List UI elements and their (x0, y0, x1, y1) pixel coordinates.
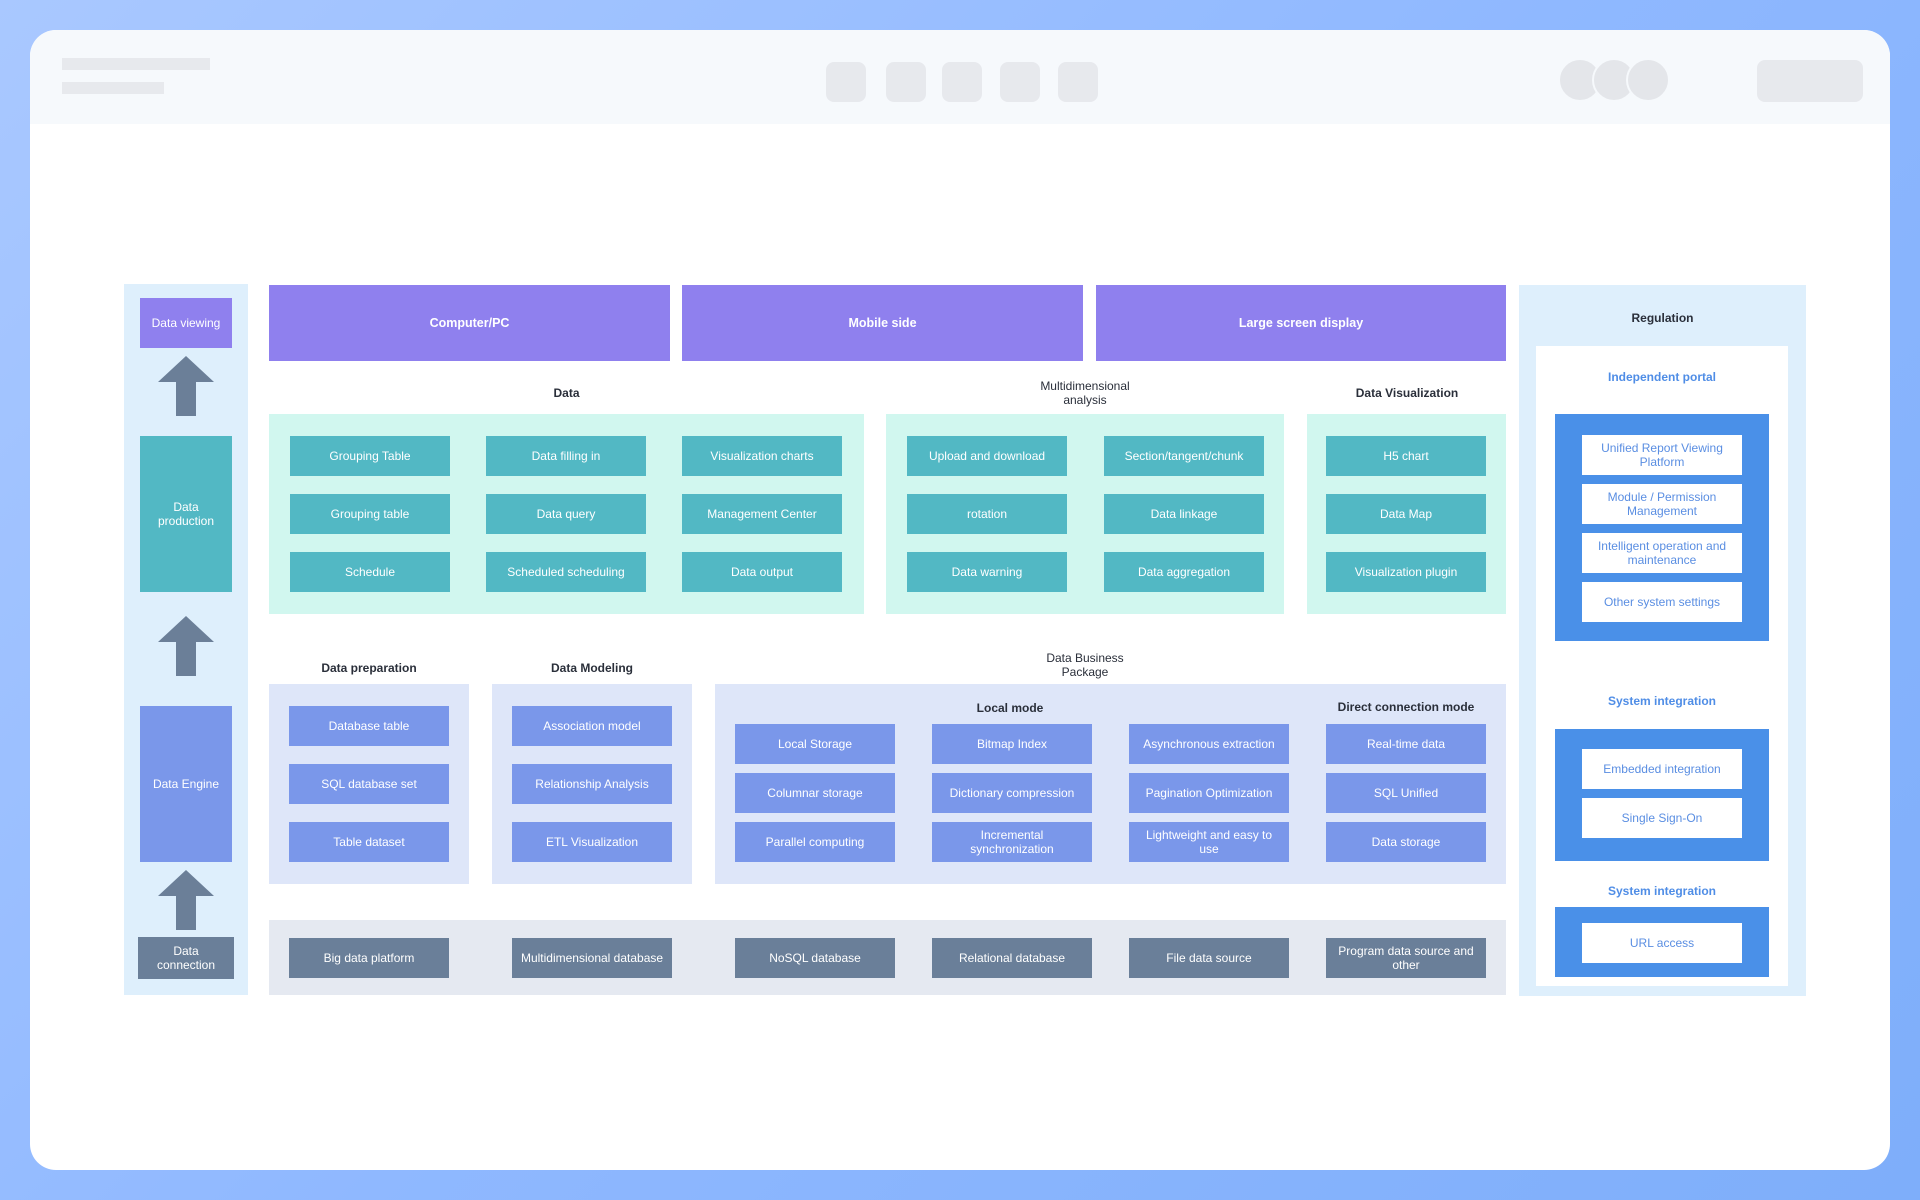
visualization-section-title: Data Visualization (1355, 385, 1459, 400)
data-connection-layer: Data connection (138, 937, 234, 979)
system-integration-2-title: System integration (1607, 883, 1717, 898)
local-mode-item: Incremental synchronization (932, 822, 1092, 862)
computer-pc-block: Computer/PC (269, 285, 670, 361)
toolbar-button-2[interactable] (886, 62, 926, 102)
data-section-title: Data (553, 385, 580, 400)
subtitle-placeholder (62, 82, 164, 94)
data-source-item: NoSQL database (735, 938, 895, 978)
data-viewing-layer: Data viewing (140, 298, 232, 348)
data-item: Management Center (682, 494, 842, 534)
toolbar-button-1[interactable] (826, 62, 866, 102)
integration-2-item: URL access (1582, 923, 1742, 963)
multidimensional-item: Data aggregation (1104, 552, 1264, 592)
architecture-diagram: Data viewing Data production Data Engine… (30, 30, 1890, 1170)
multidimensional-section-title: Multidimensional analysis (1040, 378, 1130, 407)
modeling-item: Association model (512, 706, 672, 746)
system-integration-title: System integration (1607, 693, 1717, 708)
title-placeholder (62, 58, 210, 70)
preparation-item: SQL database set (289, 764, 449, 804)
local-mode-item: Dictionary compression (932, 773, 1092, 813)
toolbar-button-5[interactable] (1058, 62, 1098, 102)
up-arrow-icon (158, 356, 214, 416)
portal-item: Other system settings (1582, 582, 1742, 622)
data-item: Grouping Table (290, 436, 450, 476)
multidimensional-item: Upload and download (907, 436, 1067, 476)
preparation-item: Database table (289, 706, 449, 746)
multidimensional-item: Data warning (907, 552, 1067, 592)
data-engine-layer: Data Engine (140, 706, 232, 862)
modeling-item: Relationship Analysis (512, 764, 672, 804)
up-arrow-icon (158, 870, 214, 930)
visualization-item: Visualization plugin (1326, 552, 1486, 592)
local-mode-item: Pagination Optimization (1129, 773, 1289, 813)
integration-item: Single Sign-On (1582, 798, 1742, 838)
local-mode-item: Local Storage (735, 724, 895, 764)
direct-mode-title: Direct connection mode (1337, 699, 1475, 714)
data-item: Data query (486, 494, 646, 534)
data-item: Data filling in (486, 436, 646, 476)
data-production-layer: Data production (140, 436, 232, 592)
avatar[interactable] (1626, 58, 1670, 102)
integration-item: Embedded integration (1582, 749, 1742, 789)
multidimensional-item: rotation (907, 494, 1067, 534)
direct-mode-item: SQL Unified (1326, 773, 1486, 813)
data-item: Scheduled scheduling (486, 552, 646, 592)
modeling-section-title: Data Modeling (550, 660, 633, 675)
data-source-item: Relational database (932, 938, 1092, 978)
data-source-item: Program data source and other (1326, 938, 1486, 978)
direct-mode-item: Real-time data (1326, 724, 1486, 764)
top-bar (30, 30, 1890, 124)
mobile-side-block: Mobile side (682, 285, 1083, 361)
local-mode-item: Asynchronous extraction (1129, 724, 1289, 764)
data-item: Schedule (290, 552, 450, 592)
business-package-section-title: Data Business Package (1046, 650, 1124, 679)
toolbar-button-4[interactable] (1000, 62, 1040, 102)
preparation-item: Table dataset (289, 822, 449, 862)
app-window: Data viewing Data production Data Engine… (30, 30, 1890, 1170)
visualization-item: H5 chart (1326, 436, 1486, 476)
toolbar-button-3[interactable] (942, 62, 982, 102)
data-item: Data output (682, 552, 842, 592)
data-source-item: File data source (1129, 938, 1289, 978)
portal-item: Unified Report Viewing Platform (1582, 435, 1742, 475)
local-mode-item: Bitmap Index (932, 724, 1092, 764)
action-button[interactable] (1757, 60, 1863, 102)
local-mode-item: Lightweight and easy to use (1129, 822, 1289, 862)
multidimensional-item: Section/tangent/chunk (1104, 436, 1264, 476)
portal-item: Module / Permission Management (1582, 484, 1742, 524)
multidimensional-item: Data linkage (1104, 494, 1264, 534)
preparation-section-title: Data preparation (321, 660, 417, 675)
portal-item: Intelligent operation and maintenance (1582, 533, 1742, 573)
independent-portal-title: Independent portal (1608, 369, 1716, 384)
large-screen-block: Large screen display (1096, 285, 1506, 361)
direct-mode-item: Data storage (1326, 822, 1486, 862)
data-source-item: Big data platform (289, 938, 449, 978)
regulation-title: Regulation (1631, 310, 1694, 325)
visualization-item: Data Map (1326, 494, 1486, 534)
local-mode-item: Parallel computing (735, 822, 895, 862)
data-item: Grouping table (290, 494, 450, 534)
data-item: Visualization charts (682, 436, 842, 476)
up-arrow-icon (158, 616, 214, 676)
modeling-item: ETL Visualization (512, 822, 672, 862)
local-mode-title: Local mode (976, 700, 1044, 715)
data-source-item: Multidimensional database (512, 938, 672, 978)
local-mode-item: Columnar storage (735, 773, 895, 813)
